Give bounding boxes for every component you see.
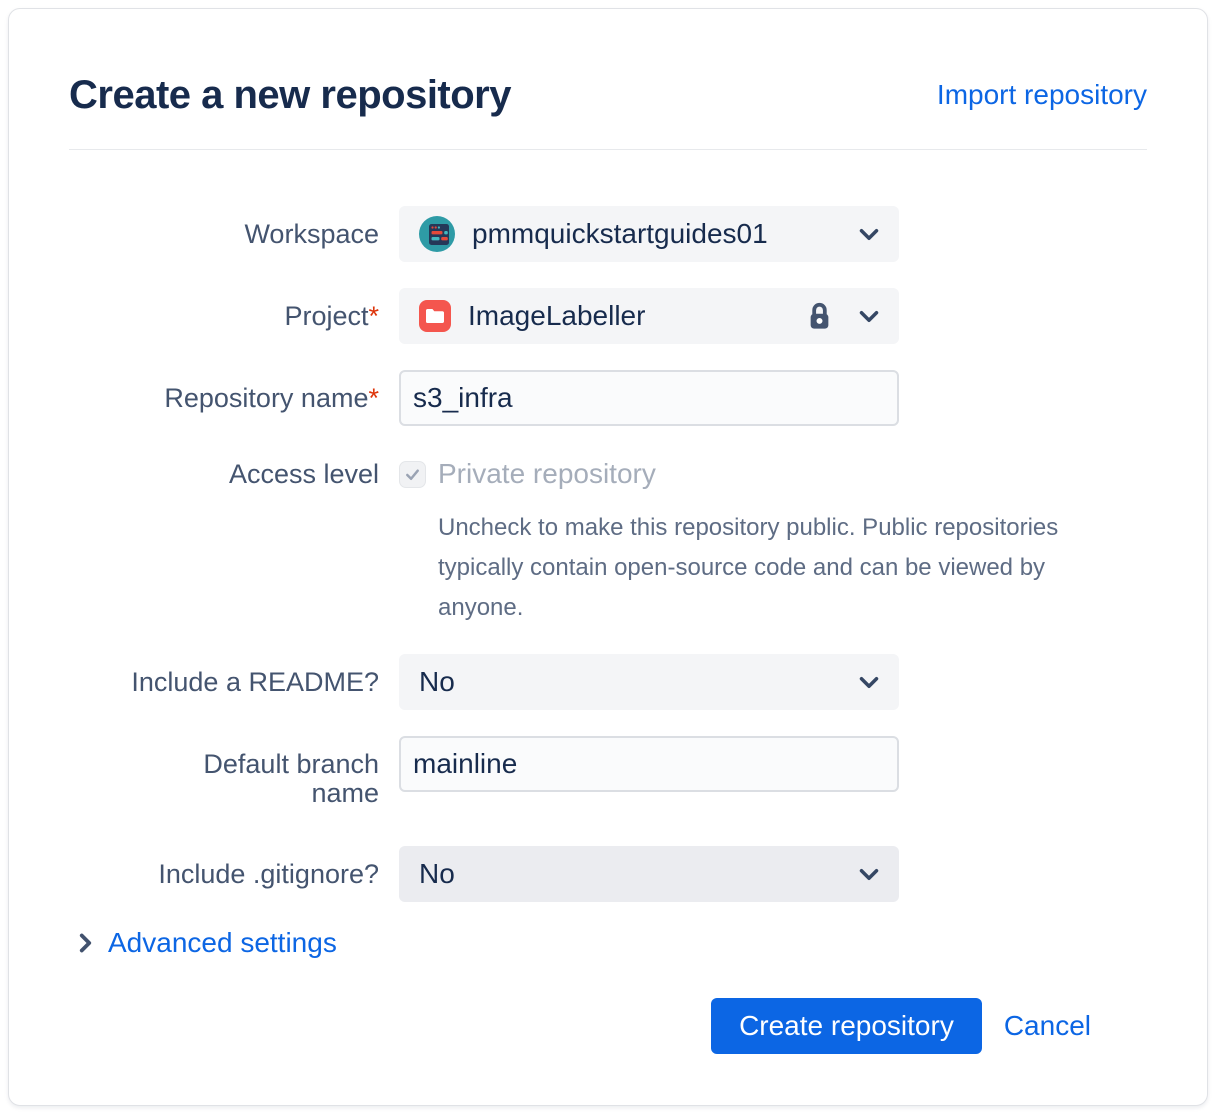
access-level-label: Access level <box>228 459 379 489</box>
include-gitignore-row: Include .gitignore? No <box>69 846 1147 902</box>
import-repository-link[interactable]: Import repository <box>936 79 1147 110</box>
access-level-help-text: Uncheck to make this repository public. … <box>438 514 1059 621</box>
project-label: Project <box>284 301 369 331</box>
dialog-header: Create a new repository Import repositor… <box>69 71 1147 119</box>
header-divider <box>69 149 1147 150</box>
include-readme-row: Include a README? No <box>69 654 1147 710</box>
project-folder-icon <box>419 300 451 332</box>
advanced-settings-toggle[interactable]: Advanced settings <box>79 926 1147 960</box>
private-repository-checkbox <box>399 460 426 488</box>
lock-icon <box>806 301 833 332</box>
include-gitignore-value: No <box>419 858 455 889</box>
workspace-label: Workspace <box>244 219 379 249</box>
cancel-button[interactable]: Cancel <box>1003 1010 1091 1041</box>
workspace-value: pmmquickstartguides01 <box>472 218 768 249</box>
project-row: Project* ImageLabeller <box>69 288 1147 344</box>
access-level-row: Access level Private repository Uncheck … <box>69 458 1147 628</box>
private-repository-label: Private repository <box>438 458 656 489</box>
chevron-right-icon <box>79 933 92 953</box>
include-gitignore-label: Include .gitignore? <box>158 859 379 889</box>
create-repository-button[interactable]: Create repository <box>711 998 982 1054</box>
default-branch-label: Default branch name <box>203 749 379 808</box>
workspace-select[interactable]: pmmquickstartguides01 <box>399 206 899 262</box>
chevron-down-icon <box>859 310 879 323</box>
chevron-down-icon <box>859 228 879 241</box>
workspace-row: Workspace <box>69 206 1147 262</box>
repository-name-input[interactable] <box>399 370 899 426</box>
chevron-down-icon <box>859 868 879 881</box>
project-value: ImageLabeller <box>468 300 646 331</box>
workspace-avatar-icon <box>419 216 455 252</box>
page-title: Create a new repository <box>69 73 512 117</box>
include-readme-value: No <box>419 666 455 697</box>
repository-name-label: Repository name <box>164 383 369 413</box>
required-asterisk: * <box>368 301 379 331</box>
project-select[interactable]: ImageLabeller <box>399 288 899 344</box>
include-readme-select[interactable]: No <box>399 654 899 710</box>
create-repository-dialog: Create a new repository Import repositor… <box>8 8 1208 1106</box>
include-gitignore-select[interactable]: No <box>399 846 899 902</box>
dialog-actions: Create repository Cancel <box>69 998 1147 1054</box>
chevron-down-icon <box>859 676 879 689</box>
repository-name-row: Repository name* <box>69 370 1147 426</box>
default-branch-input[interactable] <box>399 736 899 792</box>
advanced-settings-label: Advanced settings <box>108 927 337 958</box>
check-icon <box>406 468 419 480</box>
default-branch-row: Default branch name <box>69 736 1147 808</box>
create-repository-form: Workspace <box>69 206 1147 902</box>
required-asterisk: * <box>368 383 379 413</box>
include-readme-label: Include a README? <box>131 667 379 697</box>
